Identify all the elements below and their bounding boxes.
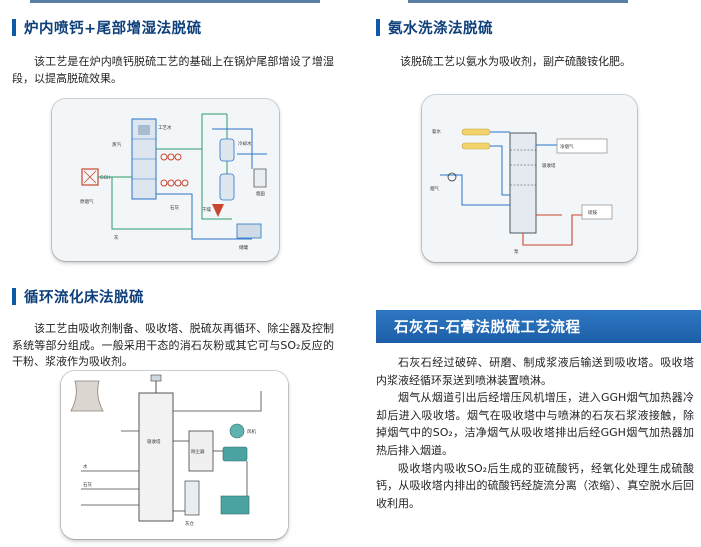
label-water: 水 bbox=[83, 463, 88, 470]
paragraph: 该工艺是在炉内喷钙脱硫工艺的基础上在锅炉尾部增设了增湿段，以提高脱硫效果。 bbox=[12, 55, 334, 85]
label-dust: 除尘器 bbox=[191, 448, 205, 455]
paragraph-3: 吸收塔内吸收SO₂后生成的亚硫酸钙，经氧化处理生成硫酸钙，从吸收塔内排出的硫酸钙… bbox=[376, 461, 694, 510]
label-tower: 吸收塔 bbox=[147, 438, 161, 445]
paragraph-1: 石灰石经过破碎、研磨、制成浆液后输送到吸收塔。吸收塔内浆液经循环泵送到喷淋装置喷… bbox=[376, 356, 694, 387]
diagram-ammonia: 氨水 吸收塔 净烟气 烟气 硫铵 泵 bbox=[422, 95, 637, 262]
title-accent-bar bbox=[376, 19, 380, 36]
label-tank: 储罐 bbox=[239, 244, 248, 251]
paragraph-2: 烟气从烟道引出后经增压风机增压，进入GGH烟气加热器冷却后进入吸收塔。烟气在吸收… bbox=[376, 391, 694, 457]
label-process-water: 工艺水 bbox=[158, 124, 172, 131]
label-cooling: 冷却水 bbox=[238, 140, 252, 147]
label-absorber: 吸收塔 bbox=[542, 162, 556, 169]
section-title-text: 炉内喷钙+尾部增湿法脱硫 bbox=[24, 21, 202, 37]
title-accent-bar bbox=[12, 19, 16, 36]
diagram-cfb: 吸收塔 除尘器 风机 灰仓 水 石灰 bbox=[61, 371, 288, 539]
label-inlet: 原烟气 bbox=[80, 198, 94, 205]
paragraph: 该脱硫工艺以氨水为吸收剂，副产硫酸铵化肥。 bbox=[400, 55, 631, 68]
section-text-limestone: 石灰石经过破碎、研磨、制成浆液后输送到吸收塔。吸收塔内浆液经循环泵送到喷淋装置喷… bbox=[376, 354, 694, 512]
label-chimney: 烟囱 bbox=[256, 190, 265, 197]
section-title-text: 石灰石-石膏法脱硫工艺流程 bbox=[394, 320, 581, 336]
section-title-text: 循环流化床法脱硫 bbox=[24, 290, 144, 306]
label-ash: 灰 bbox=[114, 234, 119, 241]
label-clean-gas: 净烟气 bbox=[560, 143, 574, 150]
label-ggh: GGH bbox=[100, 175, 110, 181]
label-fan: 风机 bbox=[247, 428, 256, 435]
section-title-furnace: 炉内喷钙+尾部增湿法脱硫 bbox=[12, 17, 202, 38]
section-title-text: 氨水洗涤法脱硫 bbox=[388, 21, 493, 37]
label-product: 硫铵 bbox=[588, 209, 597, 216]
paragraph: 该工艺由吸收剂制备、吸收塔、脱硫灰再循环、除尘器及控制系统等部分组成。一般采用干… bbox=[12, 322, 334, 368]
label-dryer: 干燥 bbox=[202, 206, 211, 213]
top-border-right bbox=[408, 0, 628, 3]
top-border-left bbox=[30, 0, 320, 3]
label-ammonia: 氨水 bbox=[432, 128, 441, 135]
label-flue-gas: 烟气 bbox=[430, 185, 439, 192]
label-lime: 石灰 bbox=[83, 481, 92, 488]
section-title-ammonia: 氨水洗涤法脱硫 bbox=[376, 17, 493, 38]
label-steam: 蒸汽 bbox=[112, 141, 121, 148]
label-silo: 灰仓 bbox=[185, 520, 194, 527]
section-text-ammonia: 该脱硫工艺以氨水为吸收剂，副产硫酸铵化肥。 bbox=[378, 54, 688, 71]
title-accent-bar bbox=[12, 288, 16, 305]
section-text-cfb: 该工艺由吸收剂制备、吸收塔、脱硫灰再循环、除尘器及控制系统等部分组成。一般采用干… bbox=[12, 321, 334, 371]
label-lime: 石灰 bbox=[170, 204, 179, 211]
section-title-cfb: 循环流化床法脱硫 bbox=[12, 286, 144, 307]
diagram-furnace: GGH 蒸汽 工艺水 冷却水 烟囱 bbox=[52, 99, 279, 261]
label-pump: 泵 bbox=[514, 249, 519, 255]
section-text-furnace: 该工艺是在炉内喷钙脱硫工艺的基础上在锅炉尾部增设了增湿段，以提高脱硫效果。 bbox=[12, 54, 334, 87]
section-title-limestone: 石灰石-石膏法脱硫工艺流程 bbox=[376, 310, 701, 343]
